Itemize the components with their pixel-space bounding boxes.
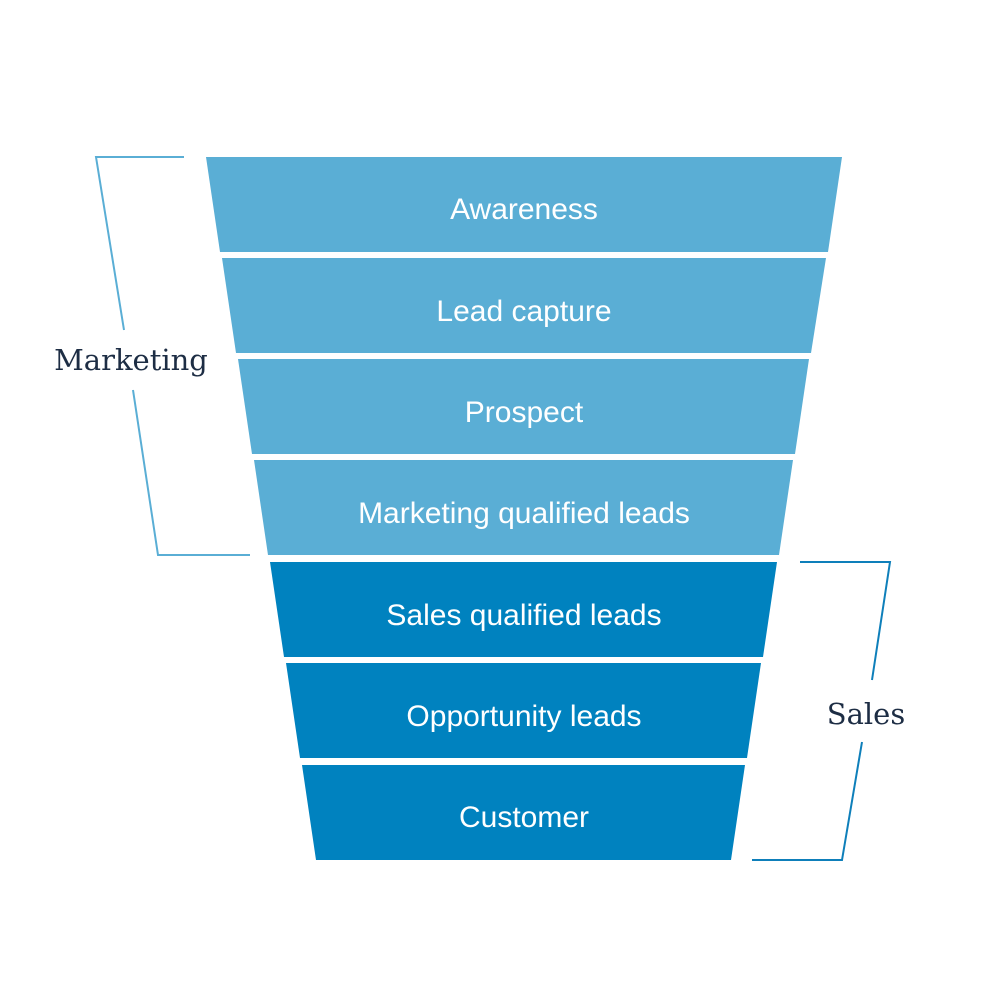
funnel-stage-awareness: Awareness [206, 157, 842, 252]
funnel-stage-prospect: Prospect [238, 359, 809, 454]
funnel-band [286, 663, 761, 758]
funnel-band [254, 460, 793, 555]
marketing-group-label: Marketing [54, 343, 208, 377]
stage-label: Marketing qualified leads [358, 497, 690, 530]
marketing-bracket-lower [132, 389, 250, 556]
stage-label: Opportunity leads [406, 700, 641, 733]
stage-label: Customer [459, 801, 589, 834]
sales-bracket-lower [752, 741, 863, 861]
stage-label: Prospect [465, 396, 584, 429]
stage-label: Awareness [450, 193, 598, 226]
funnel-stage-sales-qualified-leads: Sales qualified leads [270, 562, 777, 657]
marketing-bracket-group: Marketing [54, 156, 250, 556]
funnel-stage-opportunity-leads: Opportunity leads [286, 663, 761, 758]
stage-label: Sales qualified leads [386, 599, 661, 632]
funnel-band [302, 765, 745, 860]
sales-bracket [800, 561, 892, 681]
funnel-band [270, 562, 777, 657]
sales-bracket-group: Sales [752, 561, 905, 861]
funnel-band [206, 157, 842, 252]
funnel-band [222, 258, 826, 353]
marketing-bracket [94, 156, 184, 331]
funnel-band [238, 359, 809, 454]
funnel-stage-marketing-qualified-leads: Marketing qualified leads [254, 460, 793, 555]
funnel-stage-customer: Customer [302, 765, 745, 860]
funnel: Awareness Lead capture Prospect Marketin… [206, 157, 842, 860]
sales-group-label: Sales [827, 697, 905, 731]
stage-label: Lead capture [436, 295, 611, 328]
funnel-stage-lead-capture: Lead capture [222, 258, 826, 353]
